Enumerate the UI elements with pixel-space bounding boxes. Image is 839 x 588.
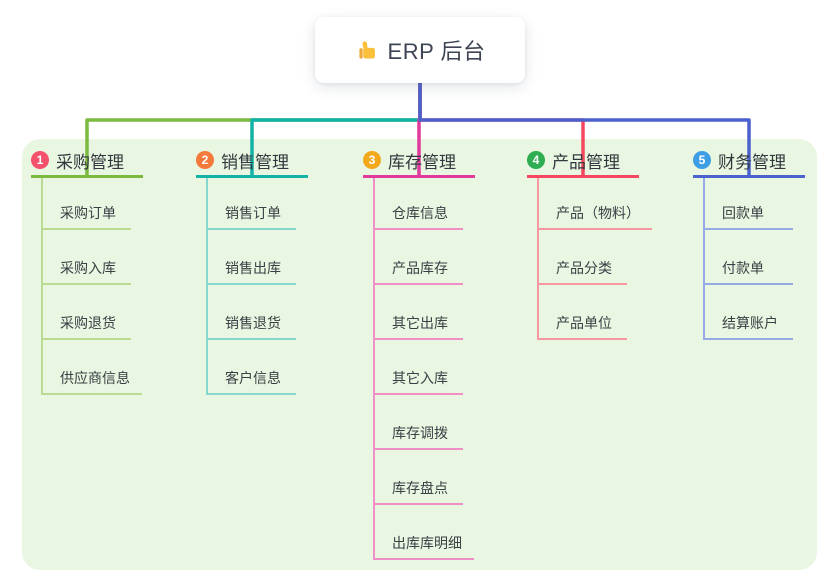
child-node[interactable]: 采购退货 — [43, 285, 131, 340]
connector-line — [418, 83, 751, 178]
child-node[interactable]: 出库库明细 — [375, 505, 474, 560]
branch-index-badge: 5 — [693, 151, 711, 169]
child-node[interactable]: 回款单 — [705, 178, 793, 230]
branch-header[interactable]: 1 采购管理 — [31, 145, 143, 178]
branch-label: 销售管理 — [221, 152, 289, 172]
branch: 1 采购管理 采购订单 采购入库 采购退货 供应商信息 — [31, 145, 143, 395]
child-node[interactable]: 产品分类 — [539, 230, 627, 285]
branch-children: 销售订单 销售出库 销售退货 客户信息 — [206, 178, 296, 395]
child-node[interactable]: 供应商信息 — [43, 340, 142, 395]
child-node-label: 销售退货 — [225, 315, 281, 331]
branch-label: 财务管理 — [718, 152, 786, 172]
branch-header[interactable]: 5 财务管理 — [693, 145, 805, 178]
branch-children: 回款单 付款单 结算账户 — [703, 178, 793, 340]
child-node[interactable]: 客户信息 — [208, 340, 296, 395]
child-node[interactable]: 产品（物料） — [539, 178, 652, 230]
child-node[interactable]: 销售订单 — [208, 178, 296, 230]
child-node[interactable]: 付款单 — [705, 230, 793, 285]
branches-panel-background — [22, 139, 817, 570]
branch-children: 产品（物料） 产品分类 产品单位 — [537, 178, 652, 340]
child-node[interactable]: 仓库信息 — [375, 178, 463, 230]
child-node[interactable]: 销售退货 — [208, 285, 296, 340]
child-node[interactable]: 产品库存 — [375, 230, 463, 285]
child-node[interactable]: 其它出库 — [375, 285, 463, 340]
branch: 4 产品管理 产品（物料） 产品分类 产品单位 — [527, 145, 652, 340]
child-node-label: 出库库明细 — [392, 535, 462, 551]
branch: 3 库存管理 仓库信息 产品库存 其它出库 其它入库 库存调拨 库存盘点 出库库… — [363, 145, 475, 560]
root-node[interactable]: ERP 后台 — [315, 17, 525, 83]
child-node-label: 其它入库 — [392, 370, 448, 386]
child-node-label: 客户信息 — [225, 370, 281, 386]
child-node-label: 库存盘点 — [392, 480, 448, 496]
child-node[interactable]: 采购入库 — [43, 230, 131, 285]
branch-header[interactable]: 2 销售管理 — [196, 145, 308, 178]
branch-index-badge: 1 — [31, 151, 49, 169]
child-node-label: 采购订单 — [60, 205, 116, 221]
child-node-label: 仓库信息 — [392, 205, 448, 221]
branch: 2 销售管理 销售订单 销售出库 销售退货 客户信息 — [196, 145, 308, 395]
child-node-label: 产品（物料） — [556, 205, 640, 221]
child-node[interactable]: 其它入库 — [375, 340, 463, 395]
child-node-label: 采购入库 — [60, 260, 116, 276]
child-node[interactable]: 库存盘点 — [375, 450, 463, 505]
child-node-label: 结算账户 — [722, 315, 778, 331]
branch-label: 库存管理 — [388, 152, 456, 172]
branch-children: 采购订单 采购入库 采购退货 供应商信息 — [41, 178, 142, 395]
child-node-label: 库存调拨 — [392, 425, 448, 441]
child-node-label: 销售出库 — [225, 260, 281, 276]
child-node-label: 付款单 — [722, 260, 764, 276]
child-node-label: 其它出库 — [392, 315, 448, 331]
thumbs-up-icon — [355, 39, 378, 62]
child-node-label: 产品单位 — [556, 315, 612, 331]
branch-header[interactable]: 4 产品管理 — [527, 145, 639, 178]
child-node[interactable]: 采购订单 — [43, 178, 131, 230]
child-node-label: 产品库存 — [392, 260, 448, 276]
root-node-label: ERP 后台 — [387, 39, 486, 64]
branch-index-badge: 4 — [527, 151, 545, 169]
child-node-label: 采购退货 — [60, 315, 116, 331]
child-node[interactable]: 销售出库 — [208, 230, 296, 285]
branch: 5 财务管理 回款单 付款单 结算账户 — [693, 145, 805, 340]
branch-index-badge: 2 — [196, 151, 214, 169]
child-node[interactable]: 结算账户 — [705, 285, 793, 340]
child-node[interactable]: 产品单位 — [539, 285, 627, 340]
branch-label: 产品管理 — [552, 152, 620, 172]
child-node-label: 供应商信息 — [60, 370, 130, 386]
branch-header[interactable]: 3 库存管理 — [363, 145, 475, 178]
child-node[interactable]: 库存调拨 — [375, 395, 463, 450]
child-node-label: 产品分类 — [556, 260, 612, 276]
child-node-label: 回款单 — [722, 205, 764, 221]
branch-children: 仓库信息 产品库存 其它出库 其它入库 库存调拨 库存盘点 出库库明细 — [373, 178, 474, 560]
branch-index-badge: 3 — [363, 151, 381, 169]
child-node-label: 销售订单 — [225, 205, 281, 221]
branch-label: 采购管理 — [56, 152, 124, 172]
